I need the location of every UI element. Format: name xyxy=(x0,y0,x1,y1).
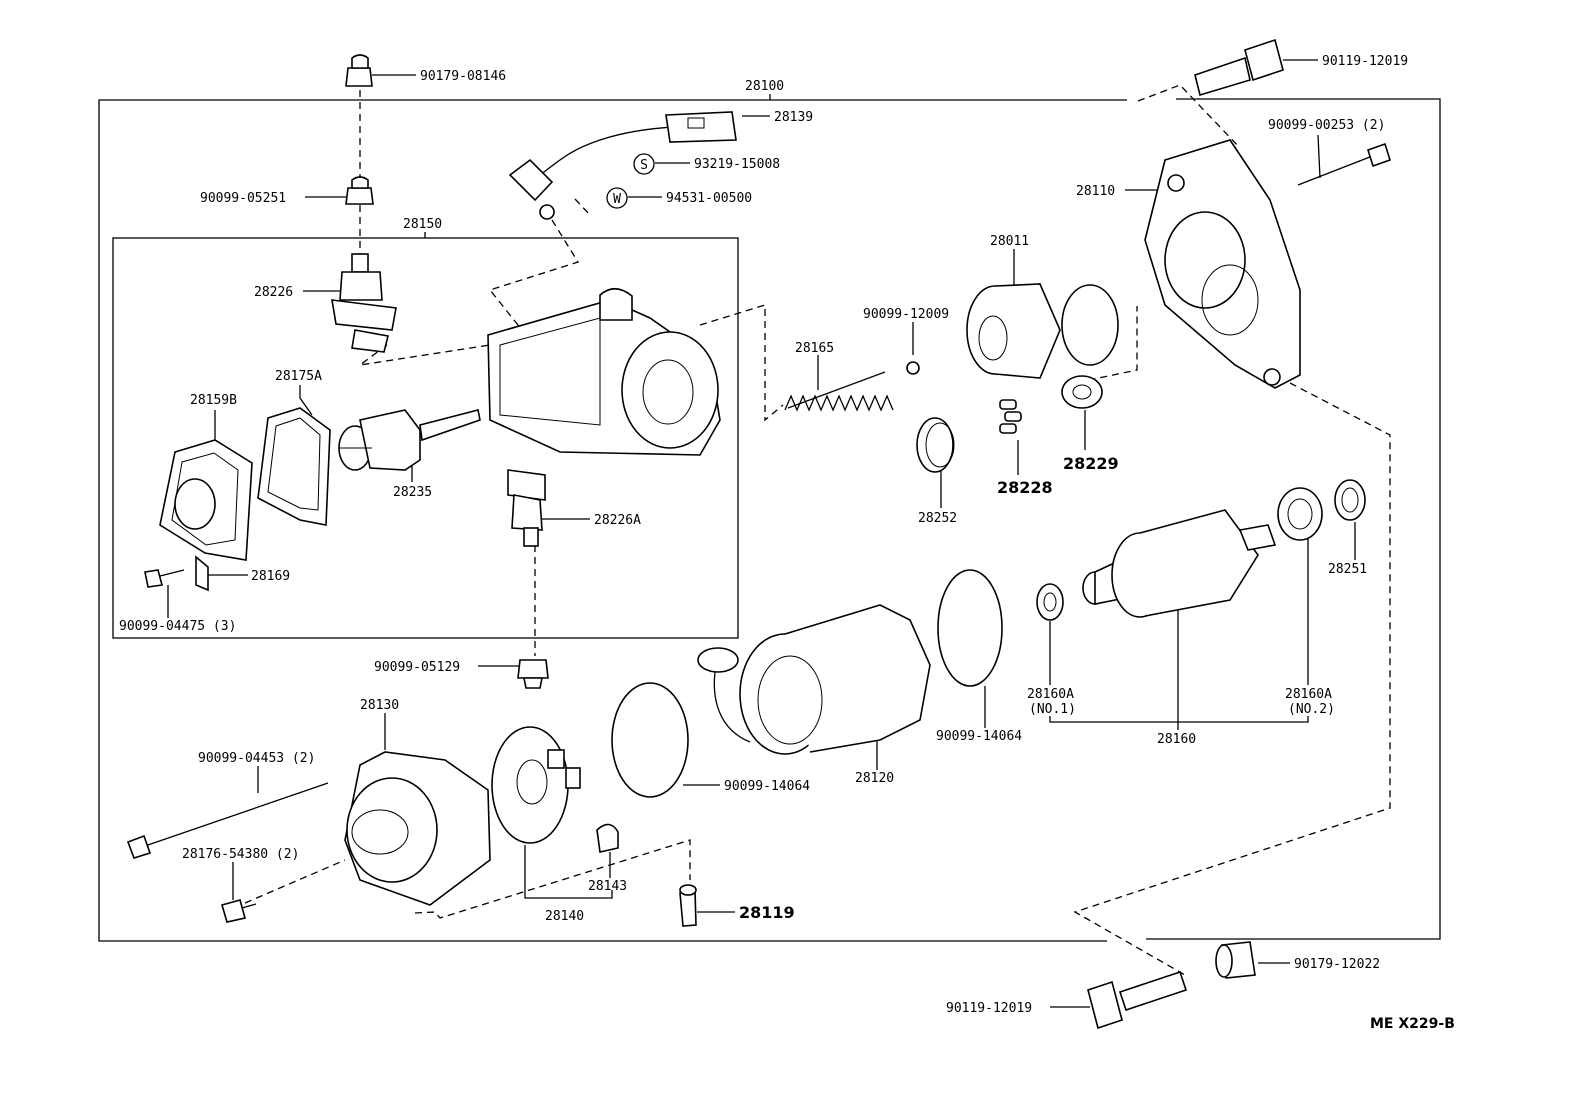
label-no2: (NO.2) xyxy=(1288,702,1335,717)
label-28140: 28140 xyxy=(545,909,584,924)
clutch-28011-icon xyxy=(966,283,1119,379)
label-90099-05251: 90099-05251 xyxy=(200,191,286,206)
bolt-90099-04475-icon xyxy=(144,569,185,588)
terminal-28226a-icon xyxy=(507,469,546,547)
assembly-frame-28100 xyxy=(98,94,1441,942)
label-90099-14064-b: 90099-14064 xyxy=(724,779,810,794)
symbol-s-icon: S xyxy=(633,153,655,175)
svg-text:W: W xyxy=(613,192,621,207)
label-28176-54380: 28176-54380 (2) xyxy=(182,847,299,862)
label-90179-08146: 90179-08146 xyxy=(420,69,506,84)
bolt-90119-12019-bottom-icon xyxy=(1087,970,1188,1030)
through-bolt-90099-04453-icon xyxy=(126,782,329,859)
label-no1: (NO.1) xyxy=(1029,702,1076,717)
bearing-28160a-no1-icon xyxy=(1036,583,1064,621)
plunger-28235-icon xyxy=(338,409,481,471)
subassembly-frame-28150 xyxy=(112,232,739,639)
label-28229: 28229 xyxy=(1063,454,1119,473)
bearing-28160a-no2-icon xyxy=(1277,487,1323,541)
housing-28110-icon xyxy=(1144,139,1301,389)
label-28165: 28165 xyxy=(795,341,834,356)
brush-holder-28140-icon xyxy=(491,726,581,844)
label-28120: 28120 xyxy=(855,771,894,786)
gasket-28175a-icon xyxy=(257,407,331,526)
label-28011: 28011 xyxy=(990,234,1029,249)
nut-90179-08146-icon xyxy=(345,54,373,87)
label-28119: 28119 xyxy=(739,903,795,922)
screw-28176-54380-icon xyxy=(221,899,257,923)
leader-lines xyxy=(167,59,1356,1008)
label-28169: 28169 xyxy=(251,569,290,584)
label-28159b: 28159B xyxy=(190,393,237,408)
nut-90099-05129-icon xyxy=(517,659,549,689)
spring-28143-icon xyxy=(596,823,619,853)
label-28175a: 28175A xyxy=(275,369,322,384)
label-28160: 28160 xyxy=(1157,732,1196,747)
diagram-code: ME X229-B xyxy=(1370,1016,1455,1032)
o-ring-90099-14064-a-icon xyxy=(937,569,1003,687)
cover-28159b-icon xyxy=(159,439,253,561)
svg-text:S: S xyxy=(640,158,648,173)
rollers-28228-icon xyxy=(999,399,1022,434)
bolt-90099-00253-icon xyxy=(1297,142,1391,186)
label-90099-12009: 90099-12009 xyxy=(863,307,949,322)
label-28150: 28150 xyxy=(403,217,442,232)
end-frame-28130-icon xyxy=(344,751,491,906)
label-90099-04453: 90099-04453 (2) xyxy=(198,751,315,766)
label-28226: 28226 xyxy=(254,285,293,300)
label-90179-12022: 90179-12022 xyxy=(1294,957,1380,972)
retainer-28229-icon xyxy=(1061,375,1103,409)
o-ring-90099-14064-b-icon xyxy=(611,682,689,798)
label-28100: 28100 xyxy=(745,79,784,94)
label-90099-04475: 90099-04475 (3) xyxy=(119,619,236,634)
nut-90179-12022-icon xyxy=(1215,941,1256,979)
label-28226a: 28226A xyxy=(594,513,641,528)
armature-28160-icon xyxy=(1082,509,1277,618)
callout-labels: 28100 90179-08146 28139 93219-15008 9453… xyxy=(119,54,1455,1032)
label-28139: 28139 xyxy=(774,110,813,125)
lead-wire-28139-icon xyxy=(508,111,737,220)
terminal-28226-icon xyxy=(331,253,397,353)
ball-90099-12009-icon xyxy=(906,361,920,375)
gear-28252-icon xyxy=(916,417,955,473)
label-28130: 28130 xyxy=(360,698,399,713)
clip-28169-icon xyxy=(195,555,209,592)
label-28110: 28110 xyxy=(1076,184,1115,199)
symbol-w-icon: W xyxy=(606,187,628,209)
label-28228: 28228 xyxy=(997,478,1053,497)
yoke-28120-icon xyxy=(697,604,931,755)
label-28235: 28235 xyxy=(393,485,432,500)
label-93219-15008: 93219-15008 xyxy=(694,157,780,172)
label-28251: 28251 xyxy=(1328,562,1367,577)
spring-28165-icon xyxy=(784,371,894,412)
label-90099-14064-a: 90099-14064 xyxy=(936,729,1022,744)
label-90119-12019-bottom: 90119-12019 xyxy=(946,1001,1032,1016)
seal-28251-icon xyxy=(1334,479,1366,521)
label-28160a-no1: 28160A xyxy=(1027,687,1074,702)
label-28252: 28252 xyxy=(918,511,957,526)
nut-90099-05251-icon xyxy=(345,176,374,205)
bolt-90119-12019-top-icon xyxy=(1194,38,1284,97)
label-28160a-no2: 28160A xyxy=(1285,687,1332,702)
label-90119-12019-top: 90119-12019 xyxy=(1322,54,1408,69)
label-90099-05129: 90099-05129 xyxy=(374,660,460,675)
label-90099-00253: 90099-00253 (2) xyxy=(1268,118,1385,133)
field-housing-icon xyxy=(487,287,721,456)
label-28143: 28143 xyxy=(588,879,627,894)
label-94531-00500: 94531-00500 xyxy=(666,191,752,206)
cap-28119-icon xyxy=(679,884,697,927)
